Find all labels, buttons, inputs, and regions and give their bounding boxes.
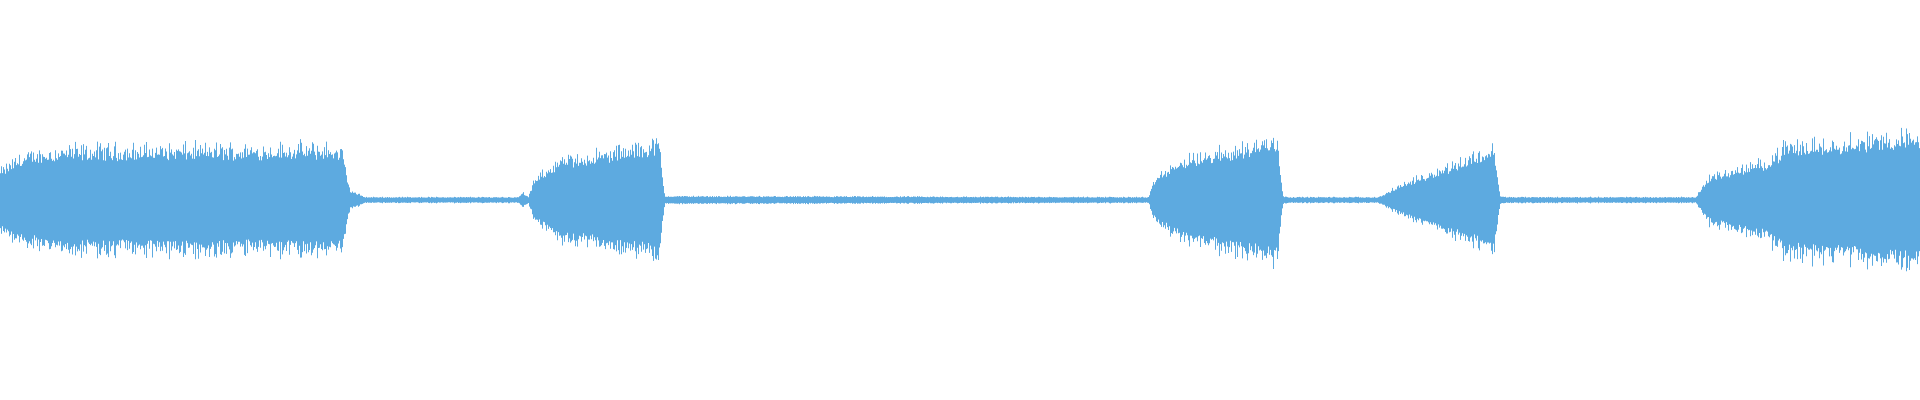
waveform-path [0,127,1920,272]
waveform-bars [0,127,1920,272]
